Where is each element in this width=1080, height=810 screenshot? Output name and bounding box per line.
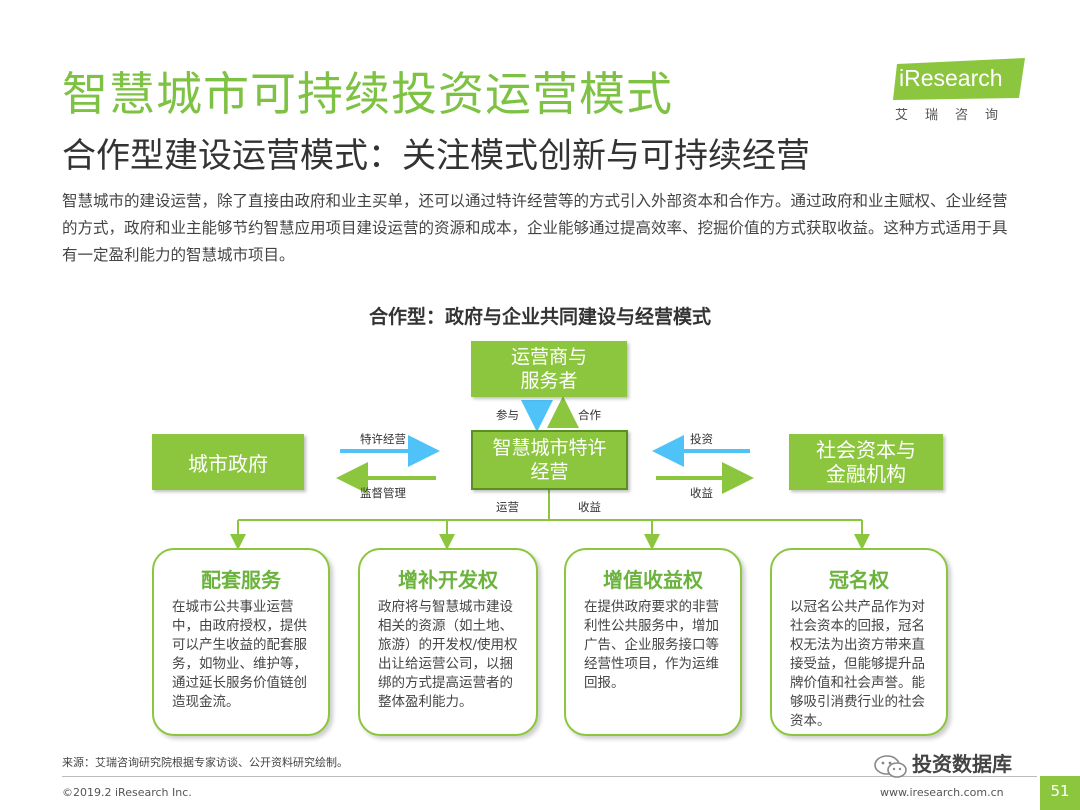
operator-box: 运营商与服务者 <box>471 341 627 397</box>
watermark-text: 投资数据库 <box>912 752 1012 776</box>
page-number-badge <box>1040 776 1080 810</box>
label-invest: 投资 <box>690 432 713 446</box>
card-title: 增值收益权 <box>603 568 703 592</box>
card-text: 在城市公共事业运营中，由政府授权，提供可以产生收益的配套服务，如物业、维护等，通… <box>172 599 307 710</box>
card-naming-rights: 冠名权 以冠名公共产品作为对社会资本的回报，冠名权无法为出资方带来直接受益，但能… <box>770 548 948 736</box>
footer-divider <box>62 776 1037 777</box>
page-title: 智慧城市可持续投资运营模式 <box>62 67 673 121</box>
label-participate: 参与 <box>496 408 519 422</box>
page-subtitle: 合作型建设运营模式：关注模式创新与可持续经营 <box>62 136 810 176</box>
card-title: 增补开发权 <box>398 568 498 592</box>
label-cooperate: 合作 <box>578 408 601 422</box>
government-label: 城市政府 <box>188 451 268 476</box>
card-supporting-services: 配套服务 在城市公共事业运营中，由政府授权，提供可以产生收益的配套服务，如物业、… <box>152 548 330 736</box>
footer-url[interactable]: www.iresearch.com.cn <box>880 786 1004 799</box>
franchise-core-box: 智慧城市特许经营 <box>471 430 628 490</box>
wechat-icon <box>874 755 907 778</box>
capital-label: 社会资本与金融机构 <box>816 438 916 486</box>
card-title: 冠名权 <box>829 568 889 592</box>
iresearch-logo-shape <box>893 58 1025 100</box>
label-operate: 运营 <box>496 500 519 514</box>
card-text: 以冠名公共产品作为对社会资本的回报，冠名权无法为出资方带来直接受益，但能够提升品… <box>790 599 925 729</box>
logo-wordmark: iResearch <box>899 65 1003 91</box>
page-number: 51 <box>1050 782 1070 800</box>
copyright: ©2019.2 iResearch Inc. <box>62 786 192 799</box>
card-text: 在提供政府要求的非营利性公共服务中，增加广告、企业服务接口等经营性项目，作为运维… <box>584 599 719 691</box>
diagram-title: 合作型：政府与企业共同建设与经营模式 <box>368 306 711 328</box>
card-text: 政府将与智慧城市建设相关的资源（如土地、旅游）的开发权/使用权出让给运营公司，以… <box>378 599 518 710</box>
government-box: 城市政府 <box>152 434 304 490</box>
card-development-rights: 增补开发权 政府将与智慧城市建设相关的资源（如土地、旅游）的开发权/使用权出让给… <box>358 548 538 736</box>
logo-chinese-name: 艾瑞咨询 <box>895 108 1016 123</box>
operator-label: 运营商与服务者 <box>510 346 587 392</box>
card-value-added-rights: 增值收益权 在提供政府要求的非营利性公共服务中，增加广告、企业服务接口等经营性项… <box>564 548 742 736</box>
label-supervise: 监督管理 <box>360 486 406 500</box>
label-franchise: 特许经营 <box>360 432 406 446</box>
card-title: 配套服务 <box>201 568 281 592</box>
source-note: 来源：艾瑞咨询研究院根据专家访谈、公开资料研究绘制。 <box>62 756 348 769</box>
intro-paragraph: 智慧城市的建设运营，除了直接由政府和业主买单，还可以通过特许经营等的方式引入外部… <box>62 192 1008 264</box>
label-revenue-right: 收益 <box>690 486 713 500</box>
core-label: 智慧城市特许经营 <box>492 437 607 483</box>
capital-box: 社会资本与金融机构 <box>789 434 943 490</box>
label-revenue-bottom: 收益 <box>578 500 601 514</box>
